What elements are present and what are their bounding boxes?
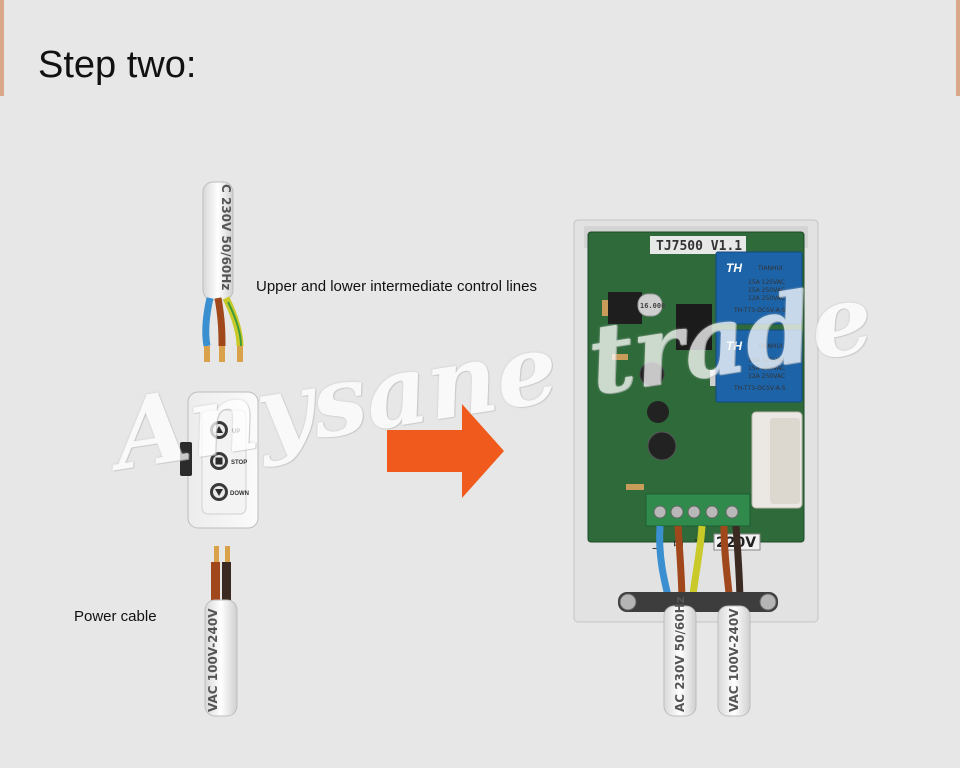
copper-tip bbox=[225, 546, 230, 564]
power-cable-sheath bbox=[204, 599, 238, 717]
clamp-screw[interactable] bbox=[759, 593, 777, 611]
stop-square-icon bbox=[215, 457, 223, 465]
switch-side-clip bbox=[180, 442, 192, 476]
wire-yellow-green bbox=[222, 296, 244, 347]
terminal-screw[interactable] bbox=[725, 505, 739, 519]
resistor bbox=[602, 300, 608, 316]
cable-clamp-slot bbox=[770, 418, 800, 504]
relay-rating: 15A 250VAC bbox=[748, 365, 785, 372]
wire-brown bbox=[211, 562, 220, 606]
down-button[interactable]: DOWN bbox=[210, 483, 249, 501]
relay-brand: TH bbox=[726, 339, 742, 353]
relay-rating: 12A 250VAC bbox=[748, 373, 785, 380]
resistor bbox=[612, 354, 628, 360]
component bbox=[710, 370, 720, 386]
crystal-label: 16.000 bbox=[640, 302, 665, 310]
control-lines-label: Upper and lower intermediate control lin… bbox=[256, 278, 537, 295]
stop-button[interactable]: STOP bbox=[210, 452, 247, 470]
board-id-plate bbox=[650, 236, 746, 254]
clamp-screw[interactable] bbox=[619, 593, 637, 611]
chip bbox=[608, 292, 642, 324]
left-edge-accent bbox=[0, 0, 4, 96]
page-title: Step two: bbox=[38, 44, 197, 86]
relay-model: TH-T73-DC5V-A-S bbox=[733, 307, 786, 314]
control-cable: C 230V 50/60Hz bbox=[202, 181, 244, 362]
copper-tip bbox=[237, 346, 243, 362]
up-button-label: UP bbox=[232, 429, 240, 435]
relay-rating: 15A 125VAC bbox=[748, 279, 785, 286]
relay-rating: 12A 250VAC bbox=[748, 295, 785, 302]
copper-tip bbox=[219, 346, 225, 362]
arrow-down-icon bbox=[215, 489, 223, 496]
receiver-module: TJ7500 V1.1 16.000 TH TIANHUI 15A 125VAC… bbox=[573, 219, 819, 717]
module-cable-right-print: VAC 100V-240V bbox=[727, 608, 741, 712]
switch-box: UP STOP DOWN bbox=[180, 391, 259, 529]
module-cable-right bbox=[717, 605, 751, 717]
stop-button-label: STOP bbox=[231, 460, 247, 466]
power-cable-print: VAC 100V-240V bbox=[206, 608, 220, 712]
relay-lower: TH TIANHUI 15A 125VAC 15A 250VAC 12A 250… bbox=[715, 329, 803, 403]
capacitor bbox=[647, 431, 677, 461]
relay-upper: TH TIANHUI 15A 125VAC 15A 250VAC 12A 250… bbox=[715, 251, 803, 325]
relay-rating: 15A 250VAC bbox=[748, 287, 785, 294]
arrow-up-icon bbox=[215, 426, 223, 433]
capacitor bbox=[647, 401, 669, 423]
copper-tip bbox=[214, 546, 219, 564]
relay-rating: 15A 125VAC bbox=[748, 357, 785, 364]
wire-black bbox=[222, 562, 231, 606]
crystal bbox=[637, 293, 663, 317]
board-id: TJ7500 V1.1 bbox=[656, 239, 742, 254]
terminal-screw[interactable] bbox=[705, 505, 719, 519]
copper-tip bbox=[204, 346, 210, 362]
relay-model: TH-T73-DC5V-A-S bbox=[733, 385, 786, 392]
clamp-bar bbox=[618, 592, 778, 612]
relay-maker: TIANHUI bbox=[757, 265, 783, 272]
direction-arrow-icon bbox=[387, 404, 504, 498]
module-cable-left-print: AC 230V 50/60Hz bbox=[673, 596, 687, 712]
wire-blue bbox=[202, 297, 214, 347]
up-button[interactable]: UP bbox=[210, 421, 240, 439]
capacitor bbox=[639, 361, 665, 387]
power-cable: VAC 100V-240V bbox=[204, 546, 238, 717]
module-cable-left bbox=[663, 605, 697, 717]
terminal-screw[interactable] bbox=[670, 505, 684, 519]
relay-maker: TIANHUI bbox=[757, 343, 783, 350]
microcontroller bbox=[676, 304, 712, 350]
resistor bbox=[626, 484, 644, 490]
wire-green-stripe bbox=[227, 301, 242, 347]
power-cable-label: Power cable bbox=[74, 608, 157, 625]
relay-brand: TH bbox=[726, 261, 742, 275]
wire-brown bbox=[214, 297, 226, 347]
control-cable-print: C 230V 50/60Hz bbox=[219, 184, 233, 290]
down-button-label: DOWN bbox=[230, 491, 249, 497]
terminal-screw[interactable] bbox=[687, 505, 701, 519]
right-edge-accent bbox=[956, 0, 960, 96]
terminal-screw[interactable] bbox=[653, 505, 667, 519]
